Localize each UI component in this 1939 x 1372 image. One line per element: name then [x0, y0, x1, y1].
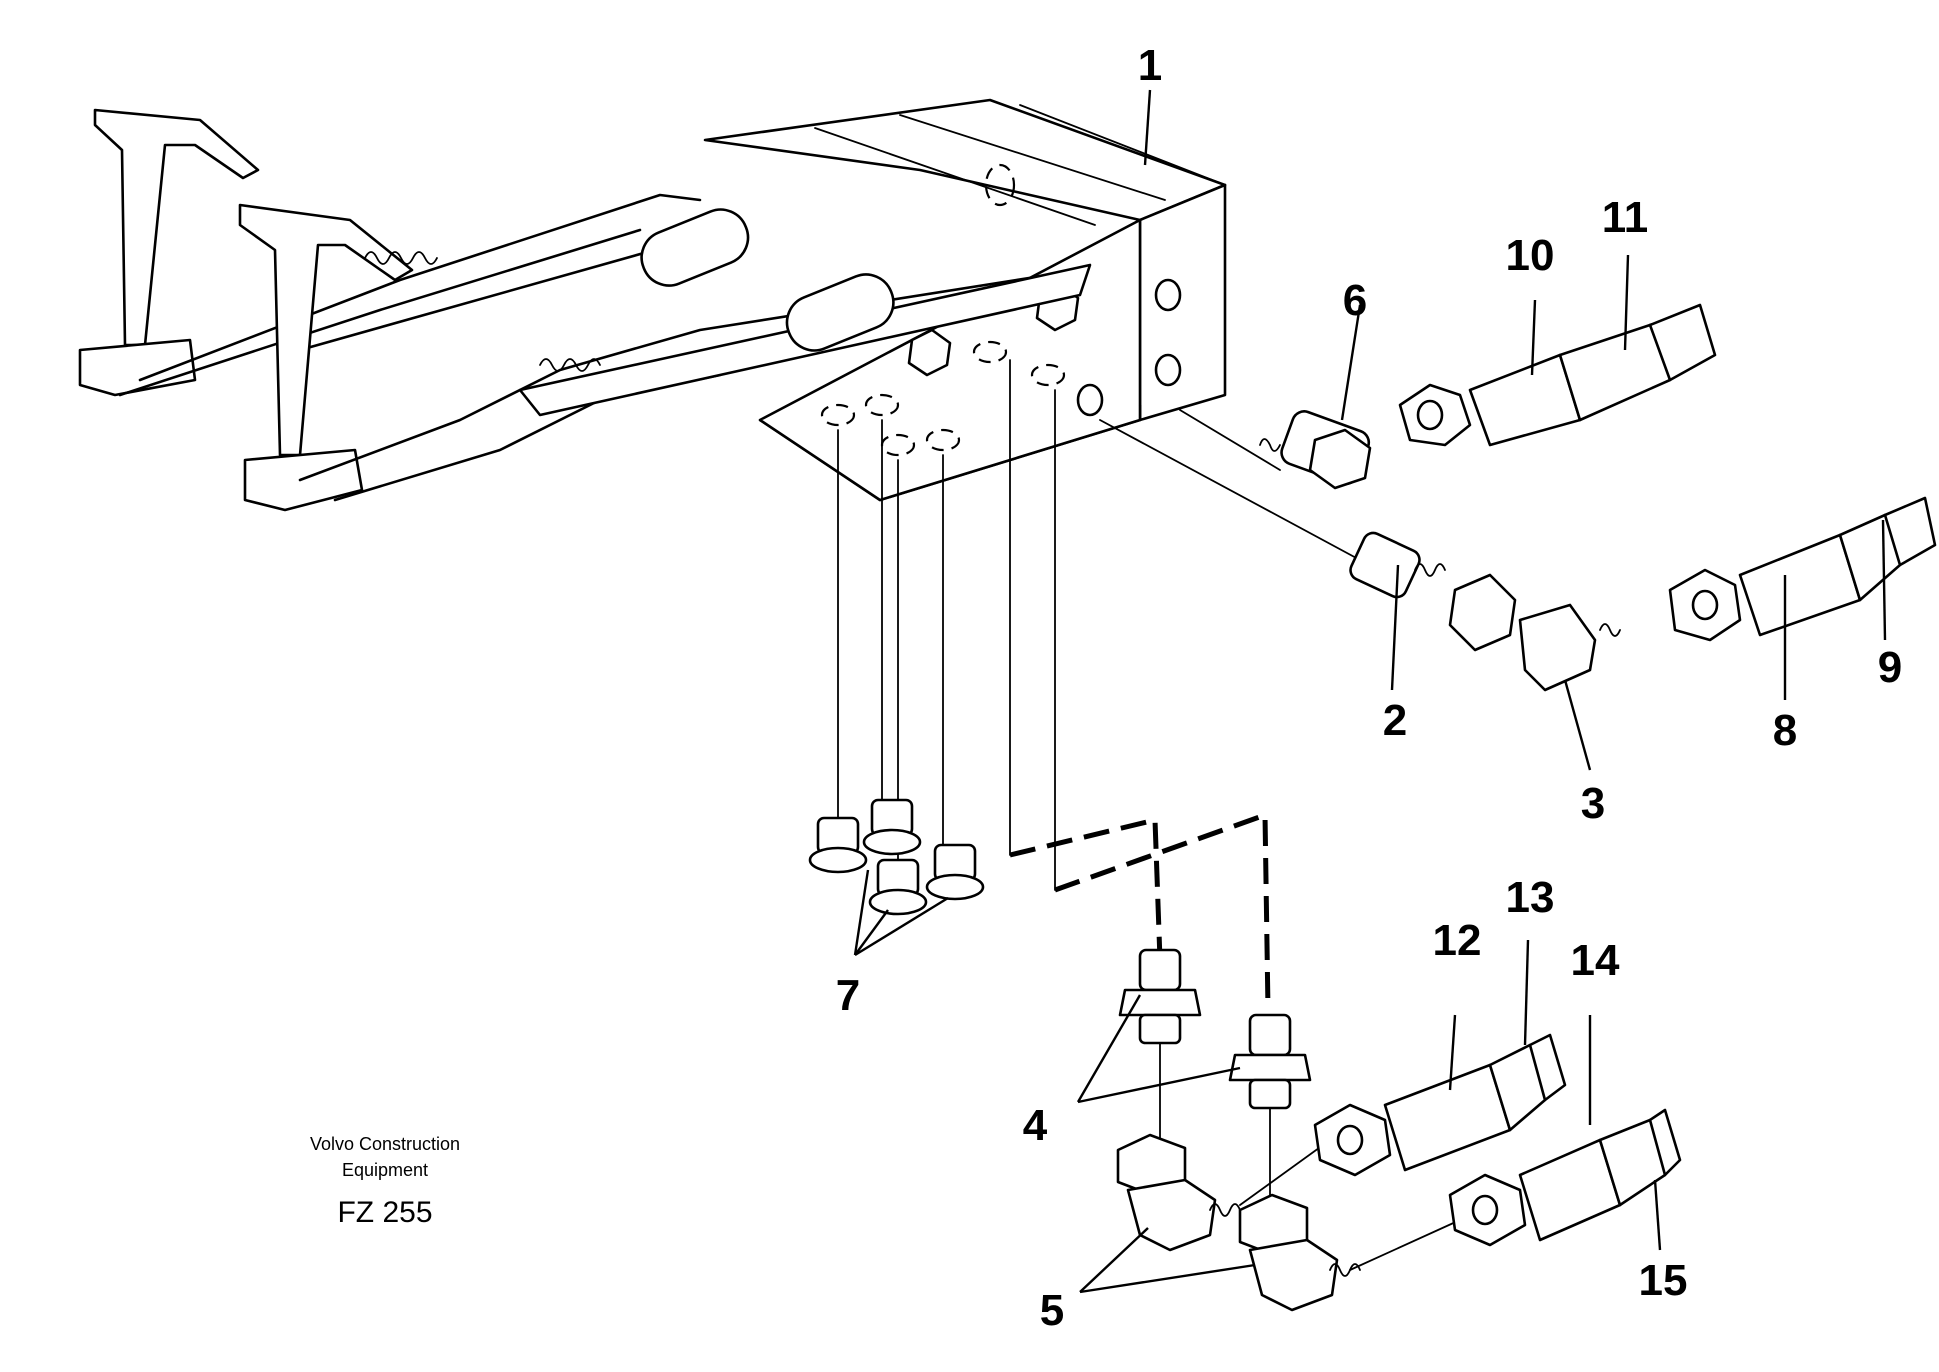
caption-figure-code: FZ 255 [337, 1196, 432, 1229]
callout-6: 6 [1343, 276, 1367, 325]
callout-3: 3 [1581, 779, 1605, 828]
callout-4: 4 [1023, 1101, 1048, 1150]
routing-lines [1009, 811, 1271, 1011]
caption-company-line1: Volvo Construction [310, 1134, 460, 1154]
callout-15: 15 [1639, 1256, 1688, 1305]
pedal-assembly [78, 108, 1092, 512]
callout-8: 8 [1773, 706, 1797, 755]
hose-10-11 [1398, 303, 1717, 447]
callout-labels: 1 2 3 4 5 6 7 8 9 10 11 12 13 14 15 [836, 41, 1902, 1335]
hose-8-9 [1668, 496, 1937, 642]
callout-2: 2 [1383, 696, 1407, 745]
callout-1: 1 [1138, 41, 1162, 90]
callout-9: 9 [1878, 643, 1902, 692]
adapters-4 [1118, 948, 1312, 1201]
callout-14: 14 [1571, 936, 1620, 985]
callout-7: 7 [836, 971, 860, 1020]
hose-12-13 [1313, 1033, 1567, 1177]
hose-14-15 [1448, 1108, 1682, 1247]
plugs-7 [808, 798, 985, 916]
callout-13: 13 [1506, 873, 1555, 922]
callout-10: 10 [1506, 231, 1555, 280]
callout-12: 12 [1433, 916, 1482, 965]
fitting-6-elbow [1179, 409, 1372, 490]
callout-5: 5 [1040, 1286, 1064, 1335]
figure-caption: Volvo Construction Equipment FZ 255 [310, 1134, 460, 1229]
fitting-3-elbow [1448, 573, 1621, 692]
callout-11: 11 [1602, 193, 1649, 242]
fitting-2 [1099, 419, 1446, 599]
port-plug-lines [837, 359, 1056, 891]
caption-company-line2: Equipment [342, 1160, 428, 1180]
leader-lines [853, 89, 1887, 1294]
elbows-5 [1116, 1133, 1461, 1312]
